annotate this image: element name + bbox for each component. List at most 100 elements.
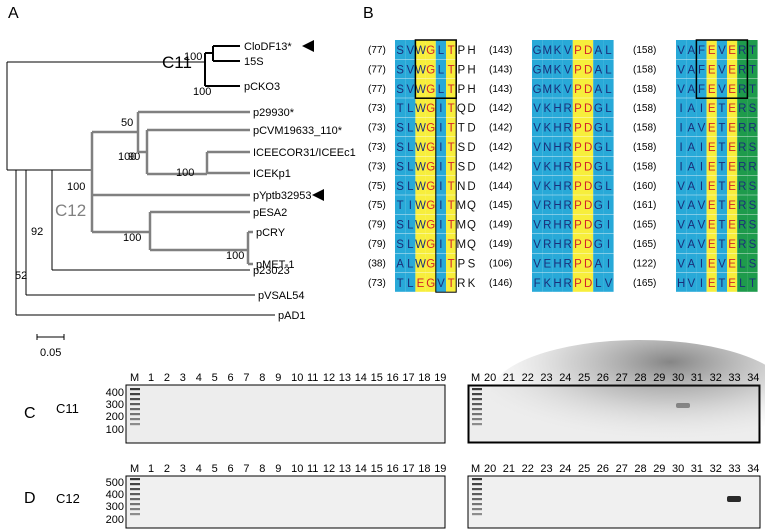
alignment-cell [542,40,553,59]
alignment-position: (145) [489,200,512,211]
residue: W [415,45,426,57]
residue: G [426,84,435,96]
bootstrap-value: 100 [123,232,141,244]
alignment-cell [552,156,563,176]
taxon-label: 15S [244,56,264,68]
residue: E [728,200,736,212]
alignment-cell [425,234,436,253]
alignment-cell [425,214,436,234]
alignment-cell [696,59,707,79]
residue: H [553,239,561,251]
residue: G [426,103,435,115]
alignment-cell [716,214,727,234]
residue: P [457,45,465,57]
alignment-cell [552,195,563,215]
gel-smear [490,340,765,450]
alignment-cell [686,40,697,59]
residue: V [406,45,414,57]
alignment-cell [696,117,707,137]
residue: A [687,45,695,57]
gel-lane-number: 12 [323,372,335,384]
alignment-cell [747,98,758,118]
alignment-cell [395,156,406,176]
residue: V [533,161,541,173]
alignment-cell [395,98,406,118]
gel-image [125,384,446,444]
taxon-label: p29930* [253,107,295,119]
alignment-cell [603,234,614,253]
residue: L [605,142,612,154]
alignment-position: (158) [633,45,656,56]
residue: R [564,123,572,135]
residue: G [426,200,435,212]
alignment-cell [562,214,573,234]
residue: T [448,123,455,135]
tree-branch [207,150,250,175]
alignment-cell [593,98,604,118]
alignment-cell [737,175,748,195]
residue: V [533,239,541,251]
taxon-label: pYptb32953 [253,190,312,202]
gel-lane-number: 6 [228,372,234,384]
alignment-cell [446,78,457,98]
residue: I [439,142,442,154]
alignment-cell [583,137,594,156]
alignment-cell [686,59,697,79]
alignment-cell [446,40,457,59]
residue: A [594,84,602,96]
alignment-position: (122) [633,258,656,269]
residue: T [448,64,455,76]
alignment-cell [716,137,727,156]
alignment-cell [716,195,727,215]
taxon-label: p23023 [253,265,290,277]
residue: E [708,200,716,212]
residue: H [467,64,475,76]
gel-lane-number: 31 [691,463,703,475]
residue: E [708,64,716,76]
residue: E [708,181,716,193]
alignment-cell [415,78,426,98]
ladder-band [472,513,482,516]
alignment-position: (158) [633,103,656,114]
residue: R [543,200,551,212]
bootstrap-value: 50 [121,117,133,129]
residue: V [437,278,445,290]
ladder-band [472,483,482,486]
alignment-cell [583,253,594,273]
alignment-cell [405,214,416,234]
residue: T [749,278,756,290]
alignment-cell [603,117,614,137]
residue: T [718,123,725,135]
ladder-band [130,503,140,506]
alignment-cell [737,40,748,59]
alignment-cell [552,175,563,195]
gel-lane-number: 25 [578,463,590,475]
alignment-cell [727,175,738,195]
alignment-cell [572,214,583,234]
alignment-position: (75) [368,200,386,211]
gel-lane-number: 26 [597,463,609,475]
alignment-cell [686,234,697,253]
alignment-cell [435,195,446,215]
residue: L [407,239,414,251]
ladder-band [130,398,140,401]
alignment-cell [747,59,758,79]
alignment-cell [532,253,543,273]
alignment-cell [552,137,563,156]
residue: L [605,84,612,96]
alignment-cell [572,117,583,137]
arrow-icon [302,40,314,52]
residue: L [605,103,612,115]
residue: M [457,239,467,251]
residue: K [543,161,551,173]
alignment-position: (142) [489,103,512,114]
residue: R [738,45,746,57]
alignment-cell [737,117,748,137]
alignment-cell [593,272,604,292]
ladder-labels-c: 400 300 200 100 [106,387,124,436]
residue: T [448,45,455,57]
gel-lane-number: 2 [164,372,170,384]
alignment-cell [542,117,553,137]
residue: G [533,64,542,76]
